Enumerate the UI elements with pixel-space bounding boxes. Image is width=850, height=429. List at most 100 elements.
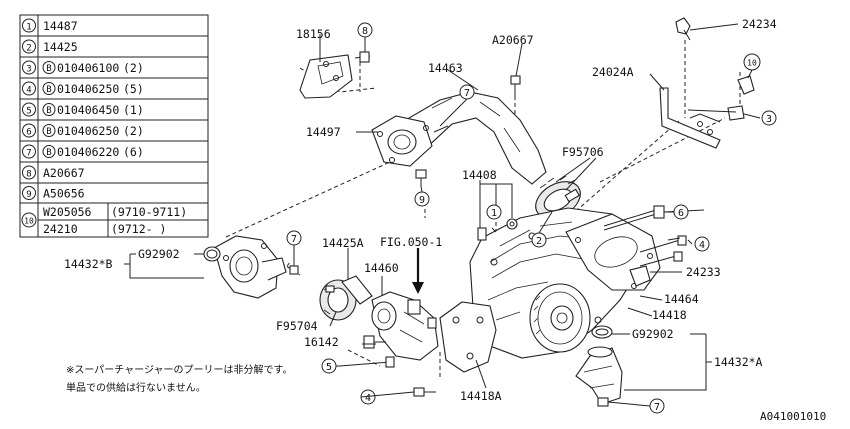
label-f95706: F95706 xyxy=(562,145,604,159)
legend-row-7: B 010406220 (6) xyxy=(42,145,144,159)
legend-num-2: 2 xyxy=(22,39,36,54)
label-g92902-right: G92902 xyxy=(632,327,674,341)
leader-2 xyxy=(538,211,553,234)
svg-text:2: 2 xyxy=(26,44,31,54)
bolt-7-elbow xyxy=(289,265,299,275)
leader-10 xyxy=(747,69,753,79)
callout-7-duct: 7 xyxy=(459,84,475,100)
gasket-14418a xyxy=(439,301,497,373)
sensor-24233 xyxy=(629,265,668,287)
legend-num-9: 9 xyxy=(22,186,36,200)
callout-5: 5 xyxy=(321,358,337,374)
label-f95704: F95704 xyxy=(276,319,318,333)
note-line-1: ※スーパーチャージャーのプーリーは非分解です。 xyxy=(66,363,292,376)
flange-14497 xyxy=(371,115,449,167)
bolt-9 xyxy=(415,169,427,186)
svg-text:7: 7 xyxy=(654,402,660,413)
legend-range-10a: (9710-9711) xyxy=(111,205,187,219)
leader-7-duct xyxy=(439,98,468,127)
svg-text:010406450: 010406450 xyxy=(57,103,119,117)
bolt-a20667 xyxy=(510,75,521,98)
bolt-4-bottom xyxy=(413,387,436,397)
sleeve-14425a xyxy=(341,275,373,305)
svg-text:3: 3 xyxy=(26,65,31,75)
svg-text:6: 6 xyxy=(26,128,31,138)
callout-6: 6 xyxy=(673,204,689,220)
svg-text:4: 4 xyxy=(26,86,31,96)
label-14497: 14497 xyxy=(306,125,341,139)
svg-text:6: 6 xyxy=(678,208,684,219)
clip-10 xyxy=(737,75,755,95)
svg-text:(2): (2) xyxy=(123,61,144,75)
legend-num-8: 8 xyxy=(22,165,36,180)
leader-7-bottom xyxy=(607,401,651,407)
label-fig-050-1: FIG.050-1 xyxy=(380,235,442,249)
callout-8: 8 xyxy=(357,22,373,38)
label-14432a: 14432*A xyxy=(714,355,763,369)
legend-code-2: 14425 xyxy=(43,40,78,54)
bolt-5 xyxy=(339,356,395,368)
pulley xyxy=(529,283,591,353)
callout-3: 3 xyxy=(761,110,777,126)
valve-body-14460 xyxy=(371,291,439,361)
svg-text:10: 10 xyxy=(24,217,34,226)
label-14463: 14463 xyxy=(428,61,463,75)
svg-text:3: 3 xyxy=(766,114,772,125)
svg-text:1: 1 xyxy=(26,23,31,33)
svg-text:(6): (6) xyxy=(123,145,144,159)
oring-g92902-left xyxy=(203,246,221,262)
figure-id: A041001010 xyxy=(760,410,826,423)
label-14408: 14408 xyxy=(462,168,497,182)
svg-text:1: 1 xyxy=(491,208,497,219)
svg-text:4: 4 xyxy=(699,240,705,251)
label-g92902-left: G92902 xyxy=(138,247,180,261)
svg-text:010406250: 010406250 xyxy=(57,124,119,138)
label-16142: 16142 xyxy=(304,335,339,349)
leader-lines xyxy=(124,23,739,391)
label-24024a: 24024A xyxy=(592,65,634,79)
svg-text:4: 4 xyxy=(365,393,371,404)
svg-text:2: 2 xyxy=(536,236,542,247)
label-14464: 14464 xyxy=(664,292,699,306)
leader-4-bottom xyxy=(360,391,415,398)
svg-text:7: 7 xyxy=(26,149,31,159)
legend-num-1: 1 xyxy=(22,18,36,33)
svg-text:8: 8 xyxy=(362,26,368,37)
callout-4-right: 4 xyxy=(694,236,710,252)
legend-row-5: B 010406450(1) xyxy=(42,103,144,117)
elbow-14432a xyxy=(575,346,623,405)
svg-text:(2): (2) xyxy=(123,124,144,138)
svg-text:010406100: 010406100 xyxy=(57,61,119,75)
callout-1: 1 xyxy=(486,204,502,220)
label-24233: 24233 xyxy=(686,265,721,279)
legend-range-10b: (9712- ) xyxy=(111,222,166,236)
legend-code-9: A50656 xyxy=(43,187,85,201)
legend-num-5: 5 xyxy=(22,102,36,117)
svg-text:010406220: 010406220 xyxy=(57,145,119,159)
legend-num-4: 4 xyxy=(22,81,36,96)
legend-num-3: 3 xyxy=(22,60,36,75)
legend-row-4: B 010406250(5) xyxy=(42,82,144,96)
legend-code-1: 14487 xyxy=(43,19,78,33)
b-mark: B xyxy=(46,148,51,158)
legend-num-10: 10 xyxy=(21,212,37,228)
label-14432b: 14432*B xyxy=(64,257,113,271)
b-mark: B xyxy=(46,85,51,95)
label-a20667: A20667 xyxy=(492,33,534,47)
svg-text:8: 8 xyxy=(26,170,31,180)
callout-7-bottom: 7 xyxy=(649,398,665,414)
b-mark: B xyxy=(46,64,51,74)
intake-duct-14463 xyxy=(391,91,547,185)
b-mark: B xyxy=(46,106,51,116)
legend-code-10b: 24210 xyxy=(43,222,78,236)
label-14418: 14418 xyxy=(652,308,687,322)
label-24234: 24234 xyxy=(742,17,777,31)
svg-text:9: 9 xyxy=(26,190,31,200)
bolt-3-bracket xyxy=(727,105,745,121)
svg-text:10: 10 xyxy=(747,59,757,68)
b-mark: B xyxy=(46,127,51,137)
label-14425a: 14425A xyxy=(322,236,364,250)
svg-text:7: 7 xyxy=(291,234,297,245)
